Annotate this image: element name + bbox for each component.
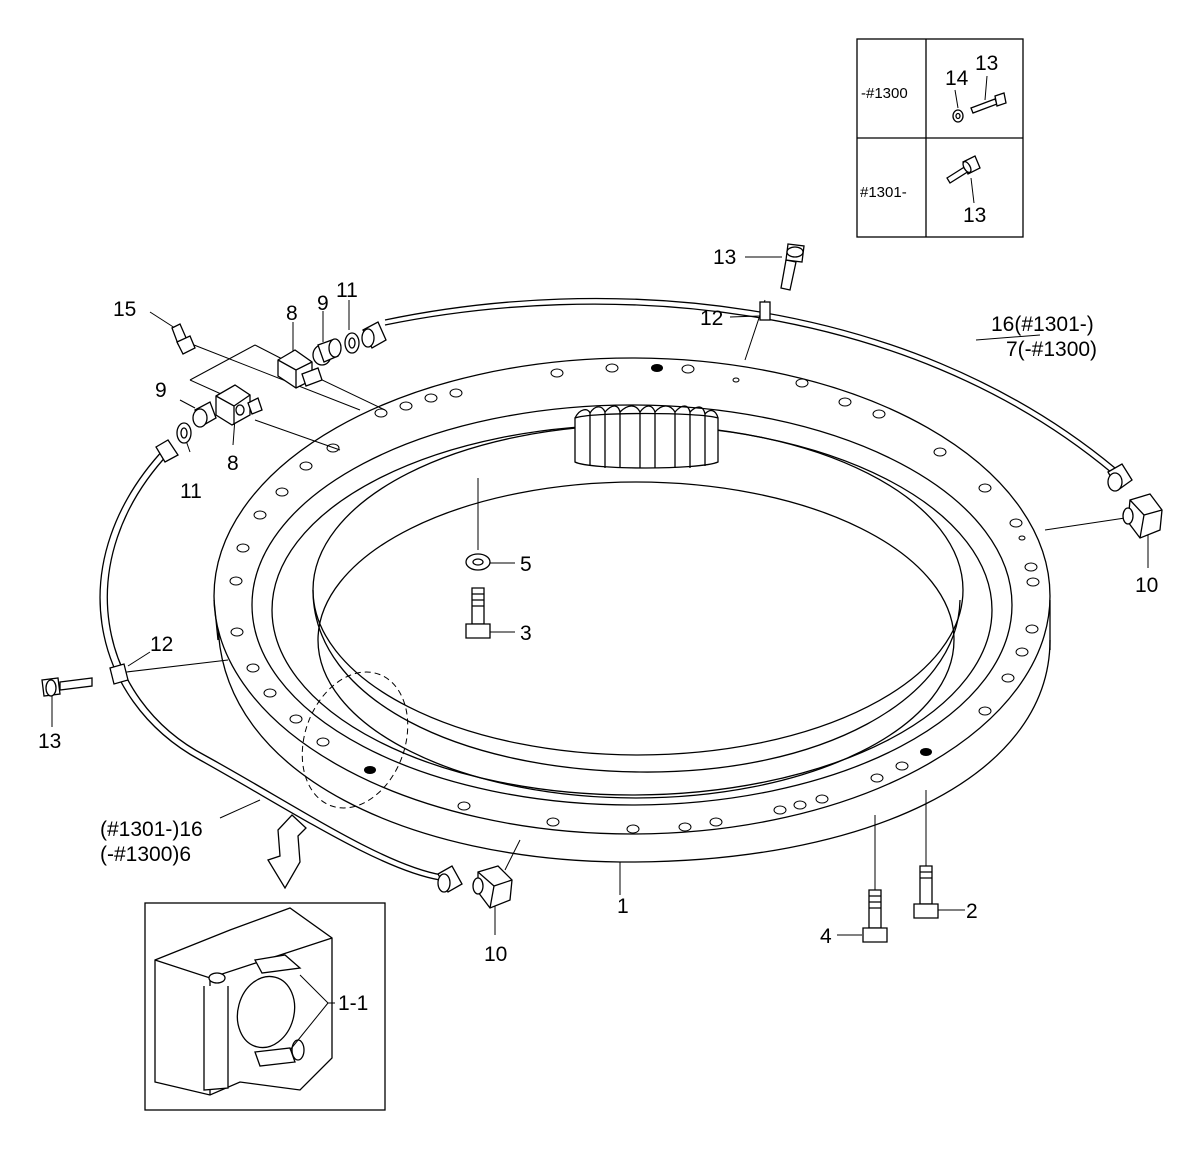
tube-nut-bottom: [437, 865, 463, 893]
clip-bolt-left: [41, 677, 93, 697]
bolt-part-3: [465, 587, 491, 639]
adapter-fitting-upper: [312, 338, 342, 366]
callout-16-6-line1: (#1301-)16: [100, 818, 203, 841]
inset-callout-14: 14: [945, 67, 969, 90]
callout-13-left: 13: [38, 730, 61, 753]
tee-fitting-lower: [215, 384, 263, 426]
tube-nut-lower: [155, 439, 179, 463]
callout-11-upper: 11: [336, 279, 358, 302]
gear-teeth-segment: [574, 405, 719, 469]
elbow-fitting-bottom: [472, 865, 513, 909]
grease-nipple: [171, 323, 196, 355]
tube-clip-left: [109, 663, 129, 685]
callout-13-top: 13: [713, 246, 736, 269]
callout-2: 2: [966, 900, 978, 923]
swing-bearing-ring: [213, 357, 1051, 863]
detail-view-box: [144, 902, 386, 1111]
detail-callout-marker: [267, 671, 409, 890]
callout-16-6-line2: (-#1300)6: [100, 843, 191, 866]
adapter-fitting-lower: [192, 401, 217, 428]
callout-11-lower: 11: [180, 480, 202, 503]
callout-3: 3: [520, 622, 532, 645]
callout-9-upper: 9: [317, 292, 329, 315]
elbow-fitting-upper: [277, 349, 323, 389]
callout-5: 5: [520, 553, 532, 576]
flange-bolt-small-icon: [946, 155, 981, 184]
clip-bolt-top: [780, 243, 805, 291]
callout-8-lower: 8: [227, 452, 239, 475]
callout-10-right: 10: [1135, 574, 1158, 597]
tube-nut-upper: [361, 321, 387, 349]
callout-1-1: 1-1: [338, 992, 368, 1015]
inset-callout-13-b: 13: [963, 204, 986, 227]
callout-4: 4: [820, 925, 832, 948]
callout-9-lower: 9: [155, 379, 167, 402]
washer-part-5: [465, 553, 491, 571]
washer-lower: [176, 422, 192, 444]
bolt-part-4: [862, 889, 888, 943]
elbow-fitting-right: [1122, 493, 1163, 539]
serial-label-range-a: -#1300: [861, 85, 908, 102]
callout-12-top: 12: [700, 307, 723, 330]
callout-1: 1: [617, 895, 629, 918]
serial-inset-table: -#1300 #1301- 14 13 13: [856, 38, 1024, 238]
callout-12-left: 12: [150, 633, 173, 656]
flange-bolt-holes: [229, 363, 1040, 834]
tube-clip-top: [759, 301, 771, 321]
callout-10-bottom: 10: [484, 943, 507, 966]
callout-8-upper: 8: [286, 302, 298, 325]
callout-16-7-line1: 16(#1301-): [991, 313, 1094, 336]
washer-upper: [344, 332, 360, 354]
serial-label-range-b: #1301-: [860, 184, 907, 201]
bolt-small-icon: [970, 92, 1007, 114]
callout-16-7-line2: 7(-#1300): [1006, 338, 1097, 361]
tube-nut-right: [1107, 463, 1133, 492]
bolt-part-2: [913, 865, 939, 919]
callout-15: 15: [113, 298, 136, 321]
inset-callout-13-a: 13: [975, 52, 998, 75]
washer-small-icon: [952, 109, 964, 123]
callout-labels: 1 1-1 2 3 4 5 8 8 9 9 10 10 11 11 12 12 …: [38, 246, 1158, 1015]
